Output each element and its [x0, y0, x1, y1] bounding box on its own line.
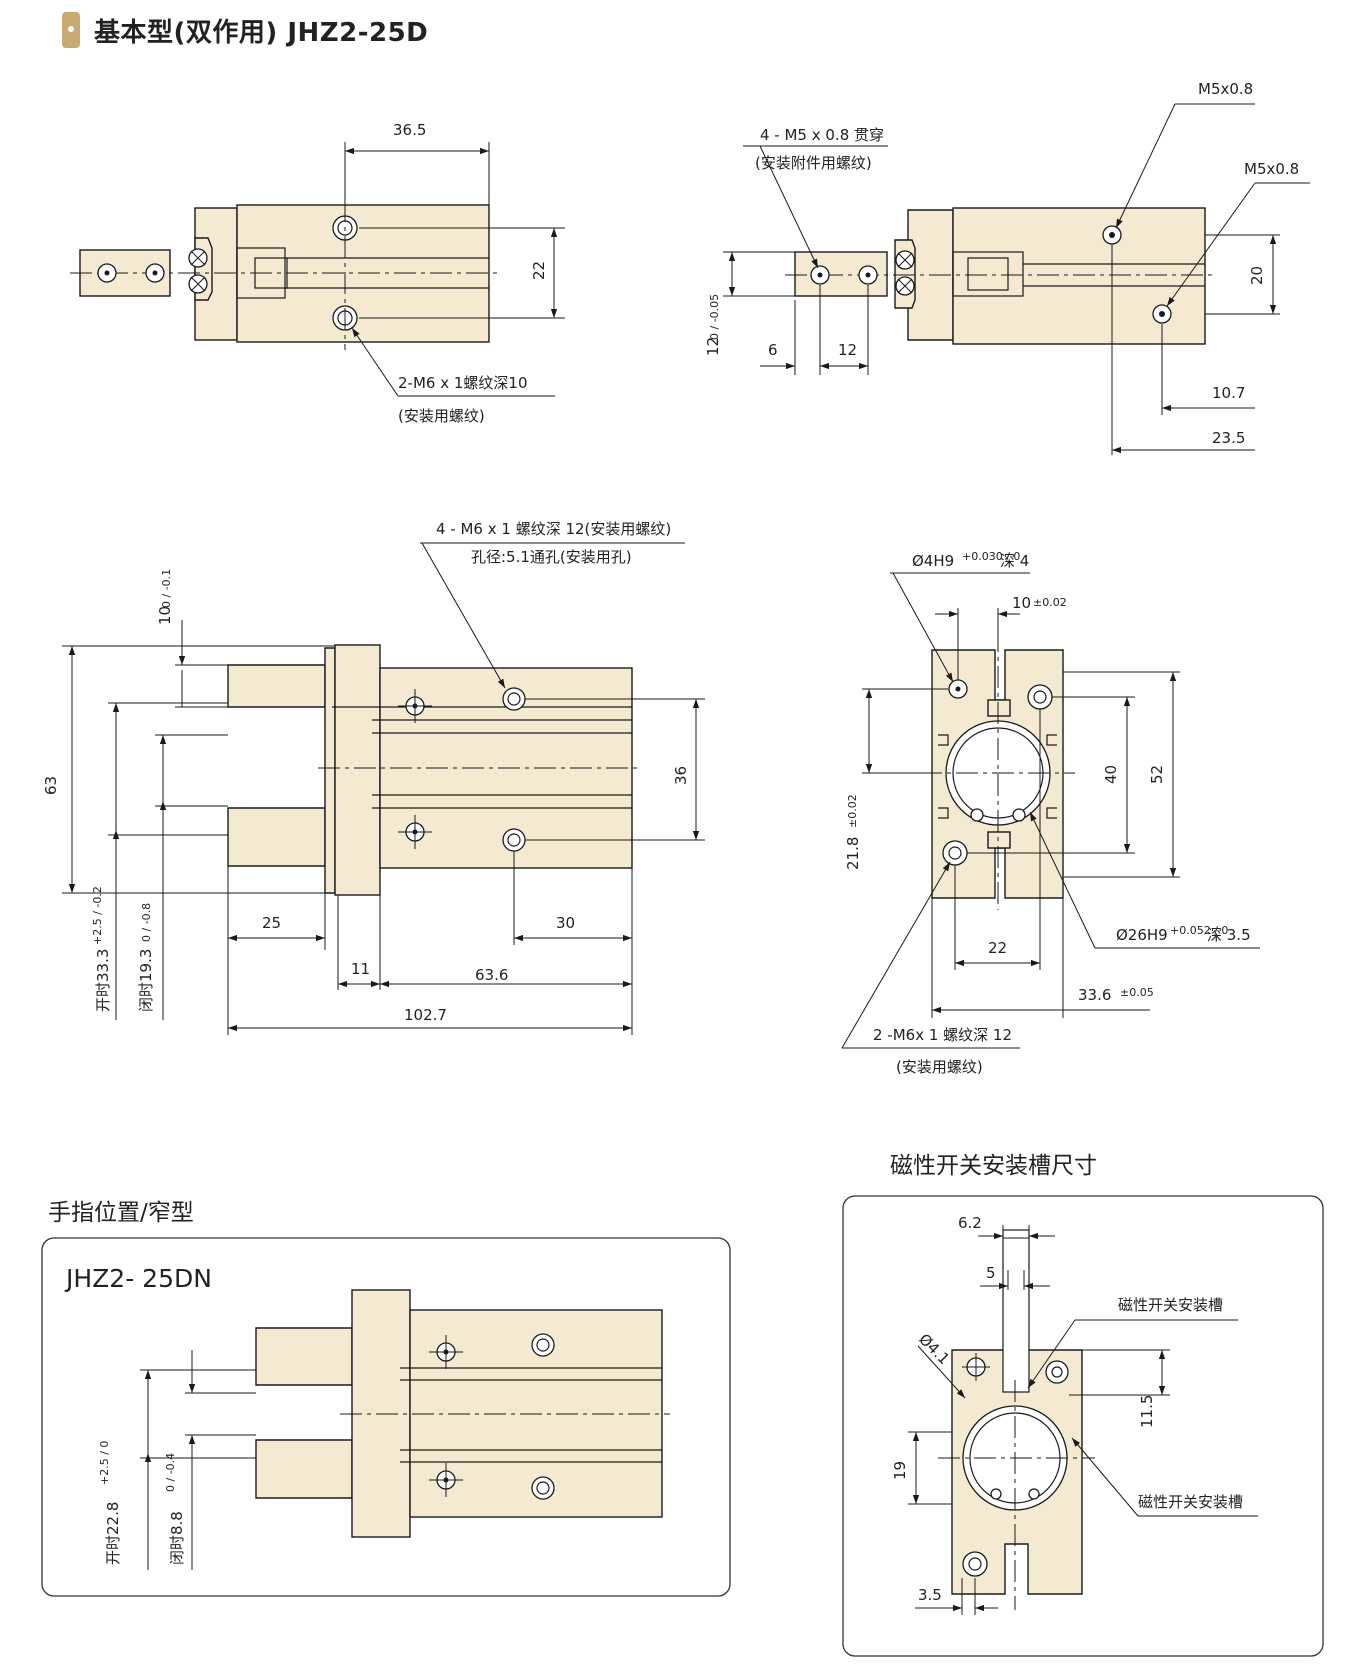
view4-end-view: 10 ±0.02 40 52 21.8 ±0.02 22 33.6 ±0.05 …	[841, 550, 1260, 1076]
view3-dim-closed: 闭时19.3	[137, 949, 155, 1012]
view3-dim-flange: 11	[351, 960, 370, 978]
view4-pin-depth: 深 4	[1000, 552, 1029, 570]
view2-dim-height: 20	[1248, 266, 1266, 285]
view3-finger-lower	[227, 807, 326, 867]
section-finger-model: JHZ2- 25DN	[64, 1264, 212, 1293]
view3-tap-hole-2	[502, 828, 526, 852]
view3-dim-overall: 102.7	[404, 1006, 447, 1024]
view3-dim-bore-pitch: 36	[672, 766, 690, 785]
view4-dim-33-6: 33.6	[1078, 986, 1111, 1004]
section-switch-slot-channel	[1002, 1229, 1030, 1393]
section-switch-title: 磁性开关安装槽尺寸	[890, 1153, 1097, 1179]
view2-coupling	[952, 251, 1024, 297]
view3-dim-open-tol: +2.5 / -0.2	[91, 886, 104, 945]
view3-side-view: 63 10 0 / -0.1 开时33.3 +2.5 / -0.2 闭时19.3…	[42, 520, 705, 1035]
view2-port-top-label: M5x0.8	[1198, 80, 1253, 98]
view2-dim-left-h-tol: 0 / -0.05	[708, 294, 721, 340]
view4-dim-52: 52	[1148, 765, 1166, 784]
view3-dim-body: 63.6	[475, 966, 508, 984]
view3-tap-hole-1	[502, 687, 526, 711]
section-finger-dim-open-tol: +2.5 / 0	[98, 1441, 111, 1485]
view3-finger-upper	[227, 664, 326, 708]
view4-note-line2: (安装用螺纹)	[896, 1058, 983, 1076]
view4-note-line1: 2 -M6x 1 螺纹深 12	[873, 1026, 1012, 1044]
view3-dim-finger: 10	[156, 606, 174, 625]
view2-thru-note-line1: 4 - M5 x 0.8 贯穿	[760, 126, 884, 144]
page-title: 基本型(双作用) JHZ2-25D	[94, 17, 429, 48]
section-switch-panel	[842, 1195, 1324, 1657]
view4-pin-tol: +0.030 / 0	[962, 550, 1020, 563]
section-switch-dim-3-5: 3.5	[918, 1586, 942, 1604]
view2-dim-d: 23.5	[1212, 429, 1245, 447]
view3-dim-closed-tol: 0 / -0.8	[140, 903, 153, 942]
view3-dim-pitch-30: 30	[556, 914, 575, 932]
section-finger-dim-closed-tol: 0 / -0.4	[164, 1453, 177, 1492]
view1-dim-height: 22	[530, 261, 548, 280]
view3-dim-finger-len: 25	[262, 914, 281, 932]
view2-gear-icon	[895, 250, 915, 296]
view4-dim-10-tol: ±0.02	[1033, 596, 1067, 609]
view4-dim-21-8-tol: ±0.02	[846, 794, 859, 828]
view2-thru-note-line2: (安装附件用螺纹)	[755, 154, 872, 172]
section-switch-slot-label-top: 磁性开关安装槽	[1118, 1296, 1223, 1314]
view4-tap-hole-1	[1027, 684, 1053, 710]
view3-note-line1: 4 - M6 x 1 螺纹深 12(安装用螺纹)	[436, 520, 671, 538]
view3-flange	[334, 644, 381, 896]
section-switch-dim-6-2: 6.2	[958, 1214, 982, 1232]
section-finger-panel	[41, 1237, 731, 1597]
view4-bore-depth: 深 3.5	[1207, 926, 1251, 944]
view3-dim-total-h: 63	[42, 776, 60, 795]
section-finger-title: 手指位置/窄型	[48, 1200, 194, 1226]
view4-tap-hole-2	[942, 840, 968, 866]
view2-dim-c: 10.7	[1212, 384, 1245, 402]
view4-bore-note: Ø26H9	[1116, 926, 1168, 944]
view4-bore-tol: +0.052 / 0	[1170, 924, 1228, 937]
view1-dim-width: 36.5	[393, 121, 426, 139]
view4-dim-21-8: 21.8	[844, 837, 862, 870]
header-bullet-icon	[62, 12, 80, 48]
view2-front-view: 12 0 / -0.05 6 12 20 10.7 23.5 4 - M5 x …	[704, 80, 1310, 455]
section-finger-dim-open: 开时22.8	[104, 1502, 122, 1565]
section-switch-slot: 磁性开关安装槽尺寸 6.2 5 Ø4.1 磁性开关安装槽 磁性开关安装槽	[842, 1153, 1324, 1657]
view3-dim-open: 开时33.3	[94, 949, 112, 1012]
view1-top-view: 36.5 22 2-M6 x 1螺纹深10 (安装用螺纹)	[70, 121, 565, 425]
view3-note-line2: 孔径:5.1通孔(安装用孔)	[471, 548, 632, 566]
view1-note-line2: (安装用螺纹)	[398, 407, 485, 425]
view1-gear-icon	[188, 248, 208, 294]
view2-dim-a: 6	[768, 341, 778, 359]
view4-dim-40: 40	[1102, 765, 1120, 784]
view2-main-body	[952, 207, 1206, 345]
view4-dim-10: 10	[1012, 594, 1031, 612]
view1-coupling	[236, 247, 286, 299]
section-finger-dim-closed: 闭时8.8	[168, 1511, 186, 1565]
view2-dim-left-h: 12	[704, 337, 722, 356]
section-switch-dim-19: 19	[891, 1461, 909, 1480]
view2-port-right-label: M5x0.8	[1244, 160, 1299, 178]
view3-dim-finger-tol: 0 / -0.1	[160, 569, 173, 608]
view2-dim-b: 12	[838, 341, 857, 359]
view4-dim-22: 22	[988, 939, 1007, 957]
section-finger-position: 手指位置/窄型 JHZ2- 25DN 开时22.8 +2.5 / 0 闭时8.8…	[41, 1200, 731, 1597]
section-switch-slot-label-bottom: 磁性开关安装槽	[1138, 1493, 1243, 1511]
view4-dim-33-6-tol: ±0.05	[1120, 986, 1154, 999]
page-header: 基本型(双作用) JHZ2-25D	[62, 10, 428, 50]
view4-pin-note: Ø4H9	[912, 552, 954, 570]
view1-note-line1: 2-M6 x 1螺纹深10	[398, 374, 528, 392]
section-switch-dim-5: 5	[986, 1264, 996, 1282]
section-switch-dim-11-5: 11.5	[1138, 1395, 1156, 1428]
